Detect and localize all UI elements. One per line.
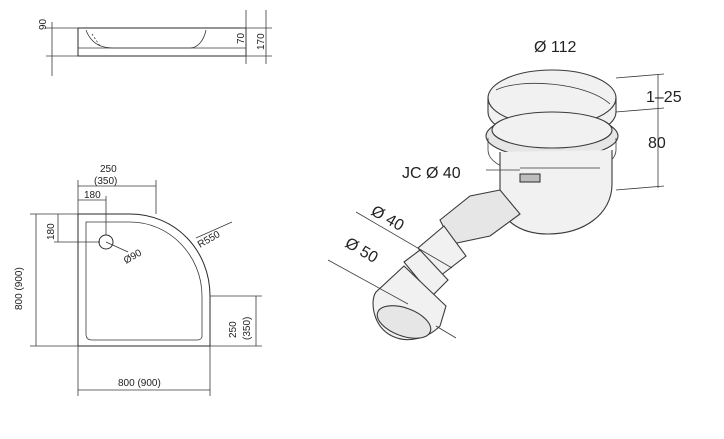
ext-line-cover: [615, 73, 665, 79]
side-view: 90 70 170: [38, 10, 272, 76]
pipe-50-end: [376, 305, 432, 339]
dim-pipe-50: Ø 50: [342, 235, 381, 267]
dim-180-left: 180: [46, 223, 57, 240]
dim-250-side: 250: [228, 321, 239, 338]
dim-line-50-end: [435, 325, 457, 339]
cover-highlight: [495, 83, 611, 105]
dim-height-80: 80: [648, 135, 666, 152]
dim-350-top: (350): [94, 176, 117, 187]
tray-inner-outline: [85, 221, 203, 341]
drain-leader: [105, 241, 129, 253]
dim-800-left: 800 (900): [14, 267, 25, 310]
dim-drain-diameter: Ø90: [122, 247, 144, 266]
siphon-view: Ø 112 1–25 80 JC Ø 40 Ø 40 Ø 50: [327, 39, 682, 341]
dim-adjust: 1–25: [646, 89, 682, 106]
tray-profile: [77, 27, 247, 57]
dim-350-side: (350): [242, 317, 253, 340]
radius-leader: [195, 221, 233, 239]
dim-170-text: 170: [256, 33, 267, 50]
ext-line-bottom-siphon: [615, 185, 665, 191]
tray-outline: [77, 213, 211, 347]
dim-180-top: 180: [84, 190, 101, 201]
plan-view: Ø90 250 (350) 180 180 800 (900) R550 250…: [14, 164, 262, 396]
dim-250-top: 250: [100, 164, 117, 175]
dim-800-bottom: 800 (900): [118, 378, 161, 389]
tray-bowl: [85, 29, 207, 49]
siphon-body: [499, 150, 613, 235]
dim-70-text: 70: [236, 32, 247, 44]
body-tab: [519, 173, 541, 183]
dim-90-text: 90: [38, 18, 49, 30]
dim-outlet-label: JC Ø 40: [402, 165, 461, 182]
flange-ring-2: [491, 111, 613, 149]
dim-cover-diameter: Ø 112: [534, 39, 577, 56]
dim-line-40: [355, 211, 453, 269]
dim-line-50: [327, 259, 409, 305]
ext-line-flange: [615, 107, 665, 113]
tray-slope: [91, 33, 101, 47]
